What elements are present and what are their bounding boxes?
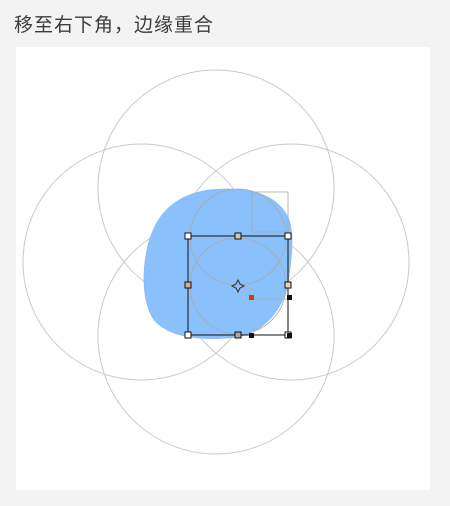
resize-handle-middle-left[interactable] [184, 281, 192, 289]
resize-handle-top-right[interactable] [284, 232, 292, 240]
resize-handle-middle-right[interactable] [284, 281, 292, 289]
selection-handles [184, 232, 292, 339]
resize-handle-bottom-middle[interactable] [234, 331, 242, 339]
resize-handle-top-left[interactable] [184, 232, 192, 240]
resize-handle-bottom-left[interactable] [184, 331, 192, 339]
instruction-caption: 移至右下角，边缘重合 [14, 14, 215, 36]
resize-handle-top-middle[interactable] [234, 232, 242, 240]
inner-guide-rect [251, 191, 289, 233]
blue-rounded-shape[interactable] [143, 188, 293, 339]
anchor-point-bottom[interactable] [249, 333, 254, 338]
anchor-point-center[interactable] [249, 295, 254, 300]
anchor-point-corner[interactable] [287, 333, 292, 338]
anchor-point-right[interactable] [287, 295, 292, 300]
pivot-crosshair-icon[interactable] [230, 278, 246, 294]
drawing-canvas[interactable] [16, 47, 430, 490]
canvas-artwork [22, 69, 410, 455]
